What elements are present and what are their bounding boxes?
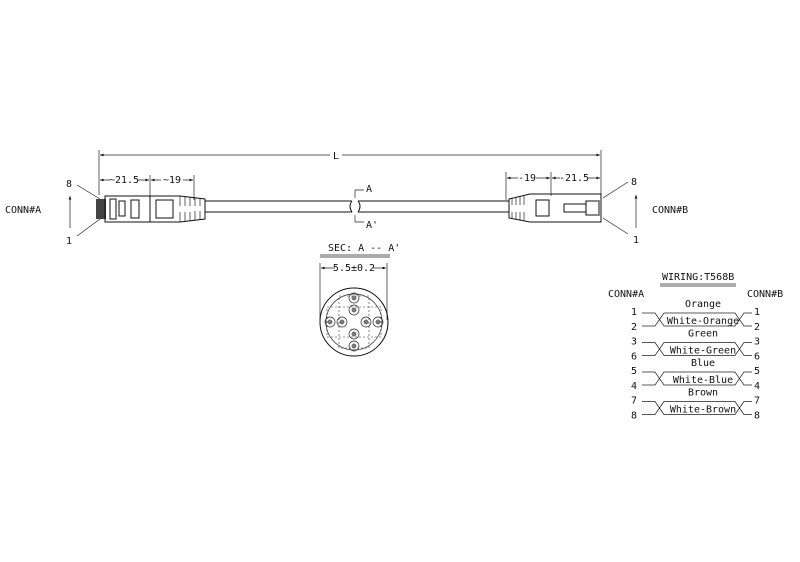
overall-length-dimension: L [98, 150, 602, 196]
pair-color-label: Green [688, 329, 718, 340]
section-diameter: 5.5±0.2 [333, 263, 375, 274]
wiring-title: WIRING:T568B [662, 272, 734, 283]
section-mark-a-prime: A' [366, 220, 378, 231]
conn-b-pin-1: 1 [633, 235, 639, 246]
conn-b-boot-dimension: -19 [518, 173, 536, 184]
conn-a-pin-8: 8 [66, 179, 72, 190]
pair-color-label: Blue [691, 358, 715, 369]
conn-a-pin: 2 [631, 322, 637, 333]
wiring-conn-a-label: CONN#A [608, 289, 644, 300]
pair-stripe-label: White-Brown [670, 405, 736, 416]
conn-a-pin: 7 [631, 396, 637, 407]
cable: A A' [205, 184, 509, 231]
connector-b: -19 -21.5 [505, 172, 602, 223]
pair-color-label: Orange [685, 299, 721, 310]
conn-b-pin: 1 [754, 307, 760, 318]
length-label: L [333, 151, 339, 162]
conn-a-pin: 5 [631, 366, 637, 377]
twisted-wire [642, 312, 752, 327]
conn-b-pin: 3 [754, 337, 760, 348]
pair-color-label: Brown [688, 388, 718, 399]
pair-stripe-label: White-Orange [667, 316, 739, 327]
conn-a-boot-dimension: ~19 [163, 175, 181, 186]
connector-a: ~21.5 ~19 [96, 175, 206, 223]
conn-b-pin: 2 [754, 322, 760, 333]
conn-a-pin: 8 [631, 411, 637, 422]
conn-a-label: CONN#A [5, 205, 41, 216]
conn-b-pin: 7 [754, 396, 760, 407]
twisted-wire [642, 371, 752, 386]
twisted-wire [642, 342, 752, 356]
conn-a-pin: 1 [631, 307, 637, 318]
cable-cross-section: SEC: A -- A' 5.5±0.2 [319, 243, 400, 357]
pair-stripe-label: White-Green [670, 346, 736, 357]
conn-a-plug-dimension: ~21.5 [109, 175, 139, 186]
conn-a-pin: 3 [631, 337, 637, 348]
conn-b-plug-dimension: -21.5 [559, 173, 589, 184]
wiring-diagram: WIRING:T568B CONN#A CONN#B OrangeWhite-O… [608, 272, 783, 422]
conn-b-label: CONN#B [652, 205, 688, 216]
section-mark-a: A [366, 184, 372, 195]
pair-stripe-label: White-Blue [673, 375, 733, 386]
conn-a-pin: 6 [631, 352, 637, 363]
conn-b-pin: 6 [754, 352, 760, 363]
conn-b-pin-8: 8 [631, 177, 637, 188]
conn-b-pin: 8 [754, 411, 760, 422]
wiring-conn-b-label: CONN#B [747, 289, 783, 300]
conn-b-pin: 5 [754, 366, 760, 377]
conn-a-pin-1: 1 [66, 236, 72, 247]
conn-a-pin: 4 [631, 381, 637, 392]
twisted-wire [642, 401, 752, 415]
section-title: SEC: A -- A' [328, 243, 400, 254]
conn-b-pin: 4 [754, 381, 760, 392]
